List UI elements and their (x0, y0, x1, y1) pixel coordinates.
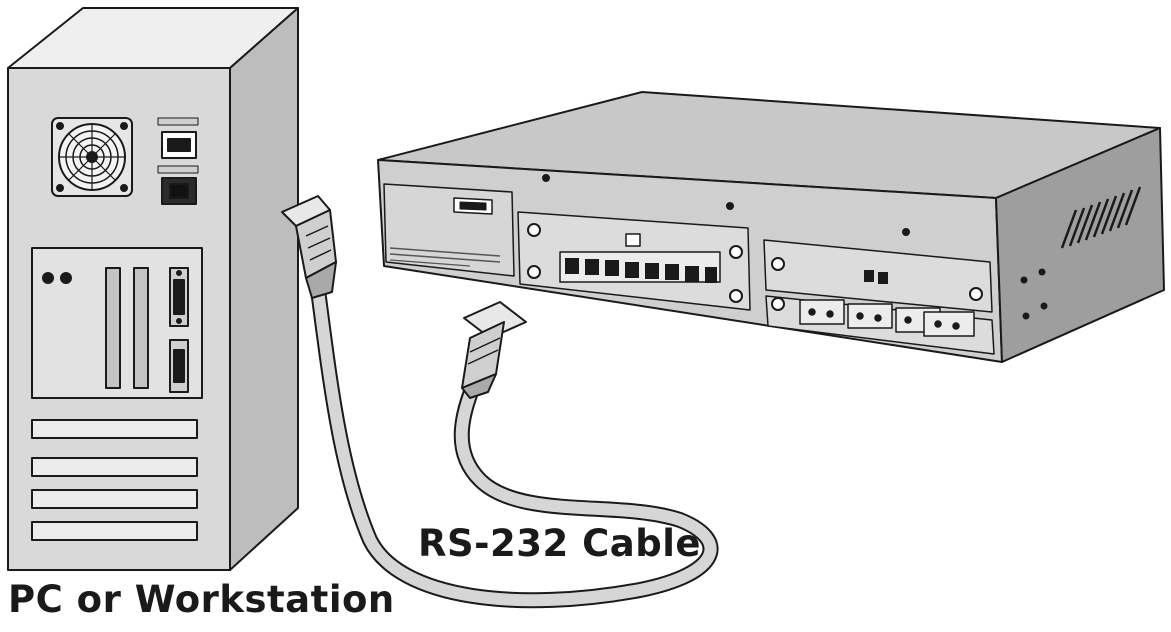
pc-label: PC or Workstation (8, 578, 395, 621)
rs232-cable (310, 282, 719, 609)
rj45-port-icon (565, 258, 717, 283)
power-inlet-icon (157, 165, 199, 205)
network-switch (377, 91, 1165, 363)
cable-body (312, 284, 717, 607)
power-outlet-icon (157, 117, 199, 159)
console-port-icon (453, 197, 493, 215)
pc-tower-side (229, 7, 299, 571)
audio-jack (60, 272, 72, 284)
cable-label: RS-232 Cable (418, 522, 701, 565)
expansion-slot (133, 267, 149, 389)
switch-side (995, 127, 1165, 363)
drive-bay (31, 489, 198, 509)
expansion-slot (105, 267, 121, 389)
rj45-port-icon (625, 233, 641, 247)
parallel-port-icon (169, 339, 189, 393)
fiber-port-icon (799, 299, 975, 337)
audio-jack (42, 272, 54, 284)
drive-bay (31, 457, 198, 477)
vent-slots (1060, 186, 1142, 249)
drive-bay (31, 521, 198, 541)
serial-port-icon (169, 267, 189, 327)
db9-connector-icon (281, 195, 337, 299)
db9-connector-icon (461, 301, 527, 399)
pc-tower (7, 7, 299, 571)
drive-bay (31, 419, 198, 439)
fan-icon (51, 117, 133, 197)
